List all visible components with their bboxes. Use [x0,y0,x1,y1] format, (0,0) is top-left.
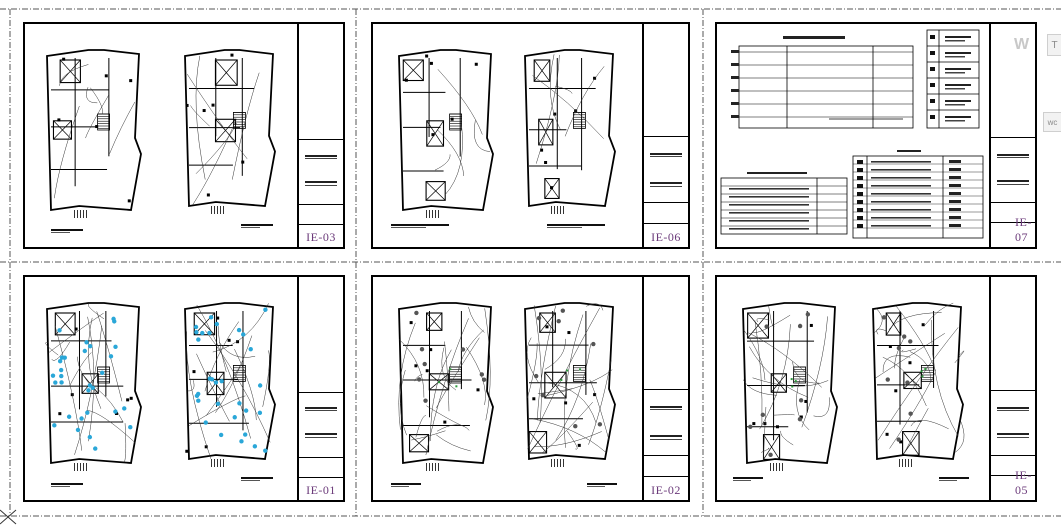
single-line-diagram-and-legend [720,29,984,239]
plan-caption-left [51,229,83,235]
title-block: IE-01 [297,277,343,500]
sheet-ie-06[interactable]: IE-06 [371,22,690,249]
crosshair-cursor-icon [0,509,17,525]
floor-plan-drawing [398,302,616,471]
title-block: IE-05 [989,277,1035,500]
sheet-ie-05[interactable]: IE-05 [715,275,1037,502]
watermark-letter: W [1014,36,1030,53]
plan-caption-right [939,477,969,483]
plan-caption-left [733,477,763,483]
plan-caption-left [391,483,421,489]
floor-plan-drawing [45,302,276,471]
sheet-ie-03[interactable]: IE-03 [23,22,345,249]
plan-caption-right [241,477,273,483]
floor-plan-drawing [398,49,616,218]
title-block: IE-02 [642,277,688,500]
plan-caption-left [391,224,449,230]
plan-caption-left [51,483,83,489]
sheet-ie-07[interactable]: IE-07 [715,22,1037,249]
sheet-number: IE-07 [1015,215,1032,244]
title-block: IE-06 [642,24,688,247]
title-block: IE-03 [297,24,343,247]
floor-plan-drawing [46,49,276,218]
side-panel-top-button[interactable]: T [1047,34,1061,56]
sheet-number: IE-05 [1015,468,1032,497]
sheet-number: IE-03 [306,230,336,244]
plan-caption-right [587,483,617,489]
title-block: IE-07 [989,24,1035,247]
floor-plan-drawing [742,302,965,471]
plan-caption-right [547,224,605,230]
sheet-ie-01[interactable]: IE-01 [23,275,345,502]
sheet-number: IE-01 [306,483,336,497]
sheet-number: IE-06 [651,230,681,244]
plan-caption-right [241,224,273,230]
sheet-number: IE-02 [651,483,681,497]
sheet-ie-02[interactable]: IE-02 [371,275,690,502]
side-panel-bottom-button[interactable]: wc [1043,112,1061,132]
